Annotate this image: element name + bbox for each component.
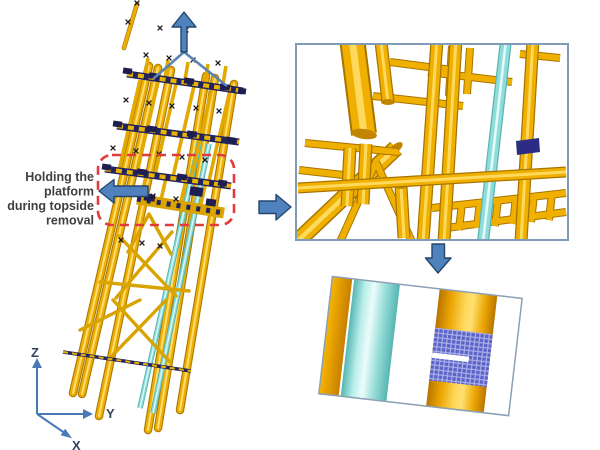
arrow-right-icon — [258, 193, 292, 221]
lift-sling-lines — [152, 50, 228, 88]
inset-wide-tube — [350, 38, 377, 141]
clamp-band-navy — [516, 138, 540, 155]
axis-y-arrowhead — [83, 409, 93, 419]
arrow-down-icon — [424, 243, 452, 274]
arrow-left-icon — [98, 178, 149, 204]
jacket-legs — [73, 66, 234, 430]
inset-top-content — [286, 38, 566, 240]
axis-x-line — [36, 413, 65, 434]
mesh-white-stripe — [431, 352, 470, 363]
axis-x-arrowhead — [60, 428, 72, 439]
arrow-up-icon — [171, 11, 197, 53]
jacket-structure-model — [61, 0, 246, 430]
axis-z-arrowhead — [32, 358, 42, 368]
inset-top-border — [295, 43, 569, 241]
jacket-mast — [121, 1, 140, 51]
detail-inset-closeup — [286, 38, 569, 241]
holding-annotation: Holding the platform during topside remo… — [7, 170, 94, 228]
axis-y-label: Y — [106, 406, 115, 421]
annotation-line-1: Holding the — [25, 170, 94, 184]
annotation-line-4: removal — [46, 214, 94, 228]
inset-bottom-border — [318, 275, 523, 417]
annotation-line-2: platform — [44, 185, 94, 199]
annotation-line-3: during topside — [7, 199, 94, 213]
axis-x-label: X — [72, 438, 81, 450]
highlight-region-dashed-box — [96, 153, 236, 227]
cyan-cylinder — [340, 279, 400, 402]
gold-cylinder-edge — [318, 276, 353, 396]
axis-z-label: Z — [31, 345, 39, 360]
axis-triad: Z Y X — [31, 345, 115, 450]
detail-inset-mesh-closeup — [318, 275, 523, 417]
